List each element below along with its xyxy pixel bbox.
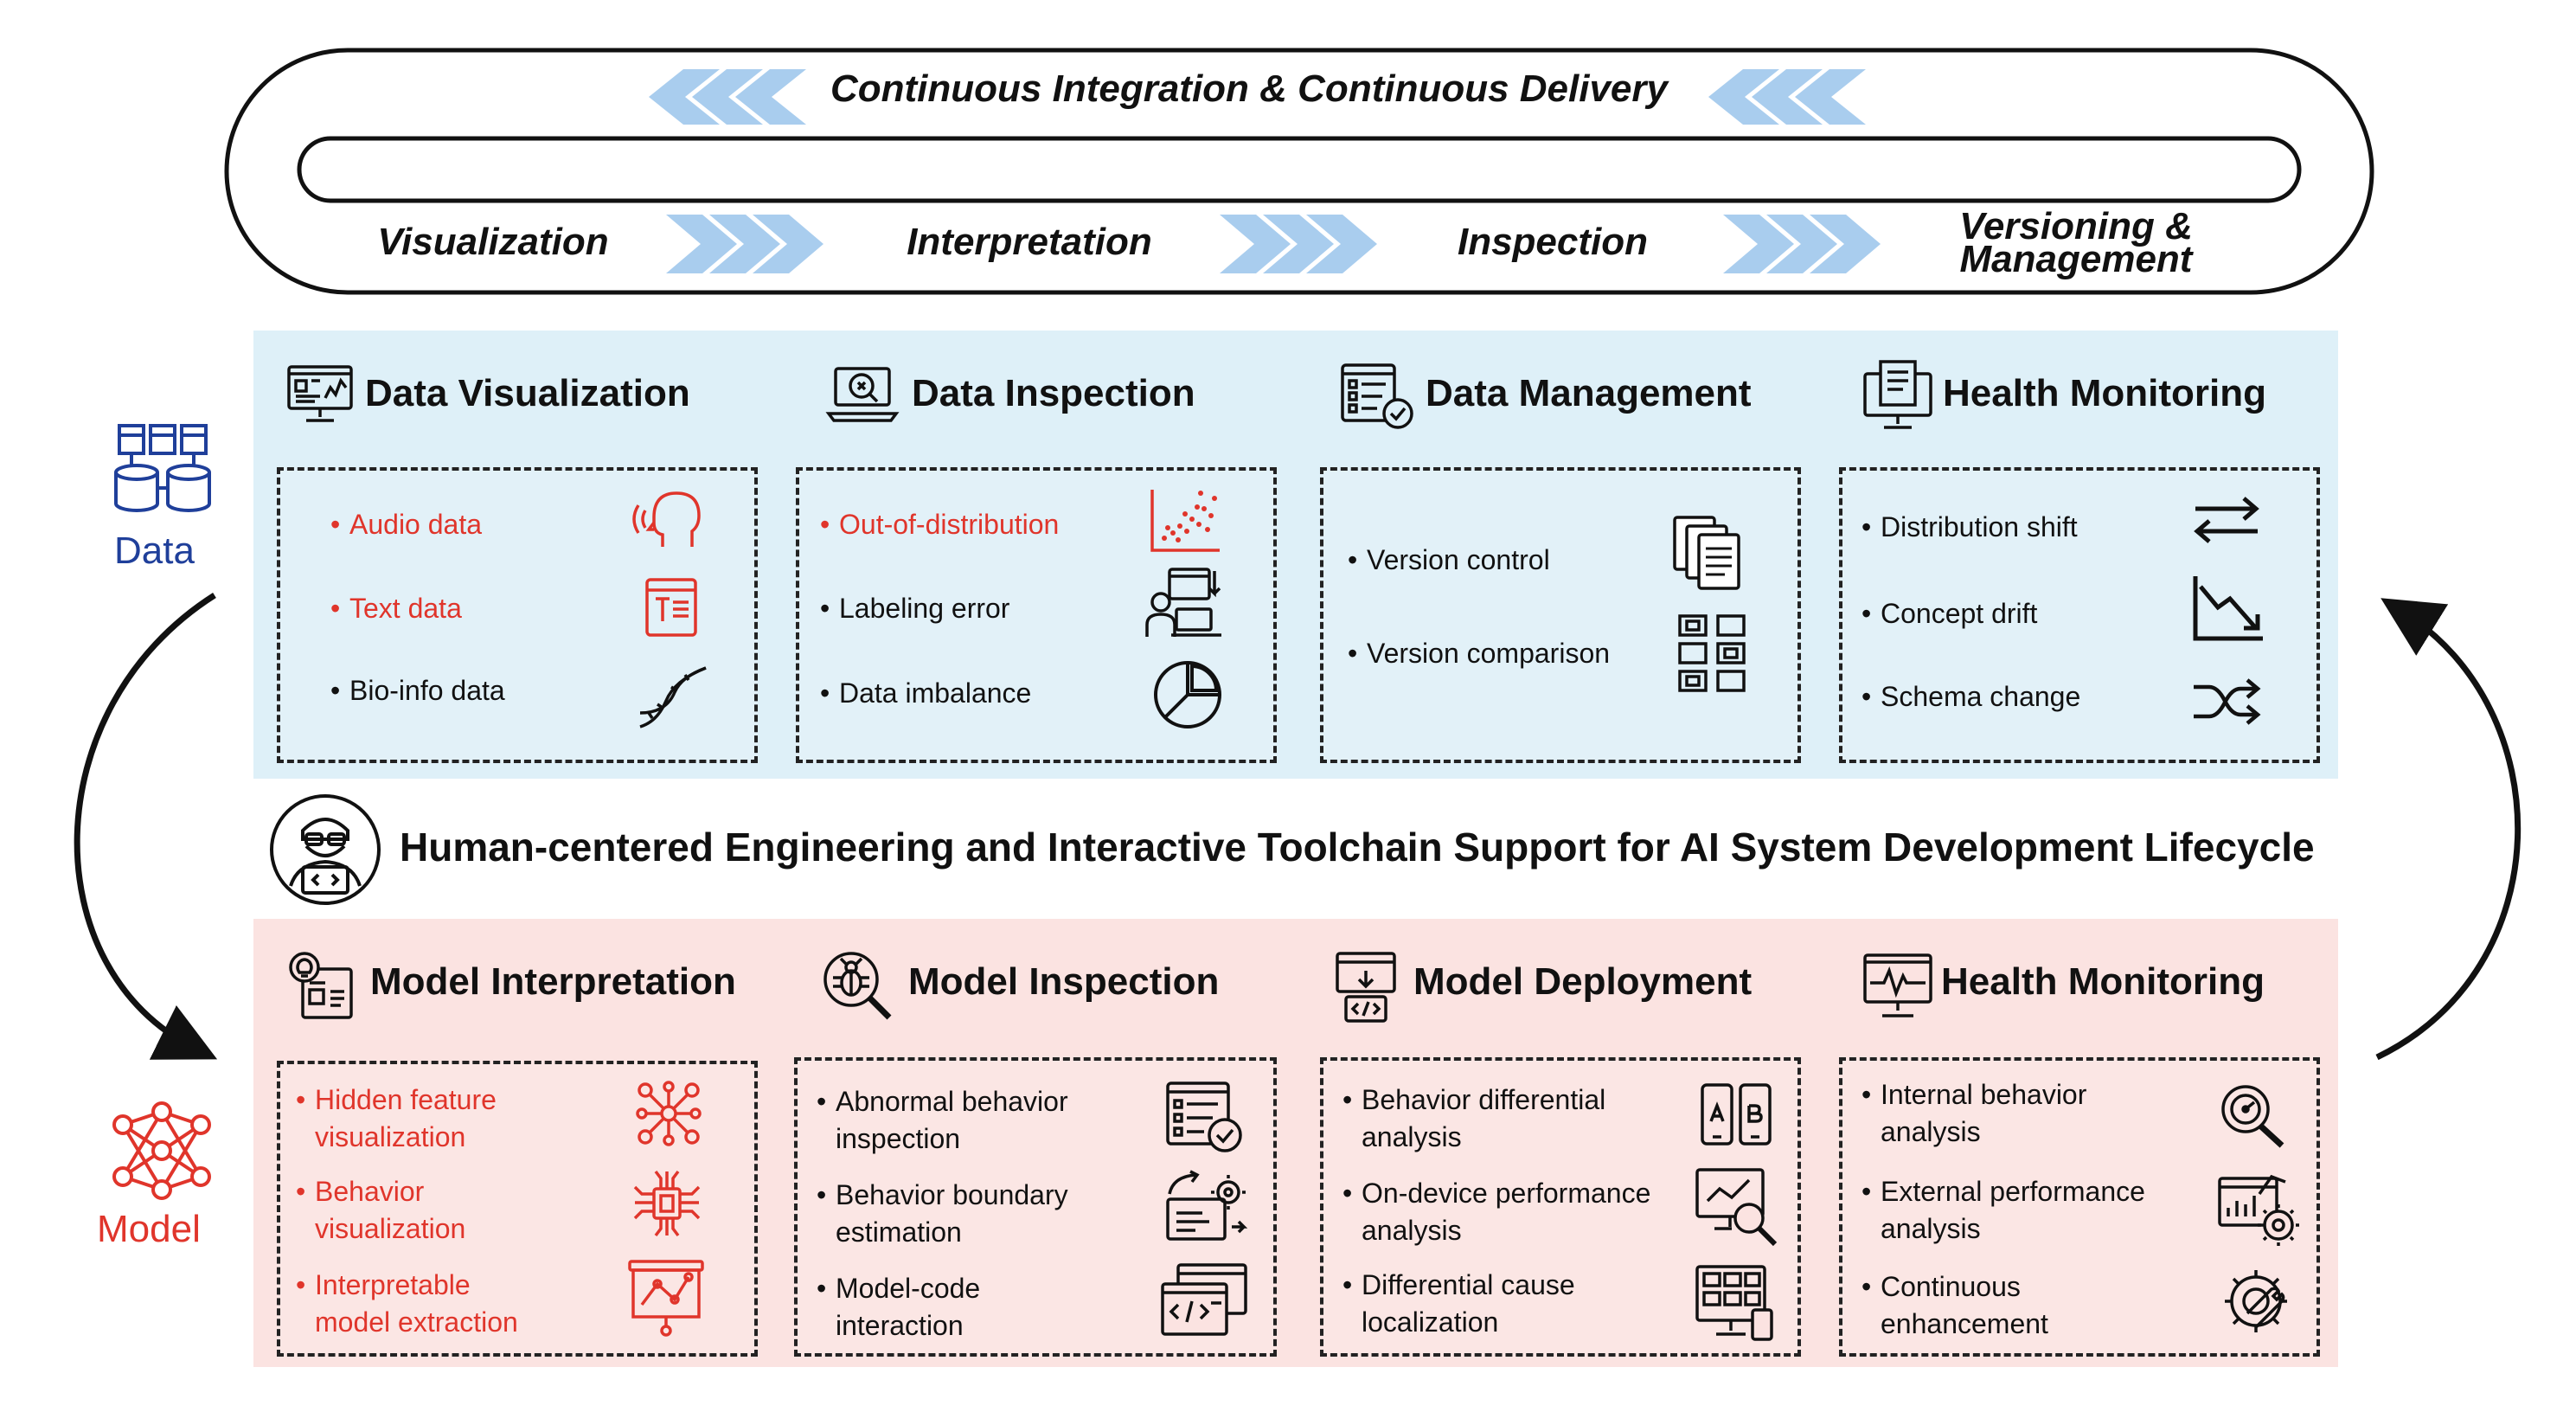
inner-track [297, 136, 2302, 203]
model-network-icon [112, 1101, 211, 1200]
laptop-magnifier-icon [825, 367, 900, 422]
swap-arrows-icon [2194, 497, 2259, 543]
version-control-item: •Version control [1348, 544, 1550, 575]
data-to-model-arrow [74, 593, 218, 1060]
data-database-icon [114, 424, 211, 512]
model-inspection-title: Model Inspection [908, 960, 1220, 1003]
scatter-plot-icon [1150, 490, 1220, 552]
mobile-devices-icon [1701, 1083, 1772, 1146]
outer-loop [224, 48, 2374, 295]
schema-change-item: •Schema change [1862, 681, 2081, 712]
monitor-grid-icon [1695, 1265, 1773, 1341]
head-sound-icon [632, 491, 701, 547]
shuffle-icon [2194, 678, 2261, 725]
data-band [253, 331, 2338, 779]
bio-info-data-item: •Bio-info data [330, 675, 505, 706]
checklist-check-icon [1166, 1081, 1242, 1152]
data-label: Data [114, 530, 195, 572]
data-inspection-card [796, 467, 1277, 763]
stage-versioning-line2: Management [1959, 238, 2193, 280]
chip-network-icon [633, 1170, 701, 1237]
laptop-gear-icon [1166, 1170, 1247, 1241]
out-of-distribution-item: •Out-of-distribution [820, 509, 1060, 540]
labeling-error-item: •Labeling error [820, 593, 1010, 624]
bug-magnifier-icon [823, 952, 892, 1020]
monitor-document-icon [1863, 360, 1932, 429]
pie-chart-icon [1154, 661, 1221, 728]
model-label: Model [97, 1208, 201, 1250]
cicd-label: Continuous Integration & Continuous Deli… [830, 67, 1668, 110]
model-interpretation-card [277, 1061, 758, 1357]
left-chevrons-2 [1708, 69, 1866, 125]
audio-data-item: •Audio data [330, 509, 483, 540]
right-chevrons-3 [1723, 215, 1881, 273]
neural-network-icon [636, 1081, 702, 1146]
model-to-data-arrow [2375, 598, 2521, 1061]
engineer-avatar-icon [270, 794, 381, 905]
code-window-icon [1161, 1263, 1247, 1336]
person-computer-icon [1145, 568, 1221, 637]
text-document-icon [645, 578, 697, 637]
presentation-board-icon [628, 1260, 704, 1337]
model-deployment-title: Model Deployment [1413, 960, 1753, 1003]
center-title: Human-centered Engineering and Interacti… [400, 825, 2315, 870]
concept-drift-item: •Concept drift [1862, 598, 2038, 629]
model-health-monitoring-title: Health Monitoring [1941, 960, 2265, 1003]
model-band [253, 919, 2338, 1367]
dna-icon [639, 666, 707, 728]
monitor-pulse-icon [1863, 953, 1932, 1017]
model-health-monitoring-card [1839, 1057, 2320, 1357]
text-data-item: •Text data [330, 593, 462, 624]
stage-interpretation: Interpretation [907, 221, 1152, 263]
model-interpretation-title: Model Interpretation [370, 960, 736, 1003]
document-bulb-icon [289, 952, 353, 1019]
version-comparison-item: •Version comparison [1348, 638, 1611, 669]
stage-visualization: Visualization [377, 221, 609, 263]
checklist-icon [1341, 363, 1413, 429]
data-management-title: Data Management [1426, 372, 1752, 414]
right-chevrons-1 [666, 215, 823, 273]
distribution-shift-item: •Distribution shift [1862, 511, 2078, 542]
left-chevrons-1 [649, 69, 806, 125]
decline-chart-icon [2193, 576, 2263, 641]
chart-gear-icon [2218, 1174, 2299, 1246]
stage-versioning-line1: Versioning & [1959, 205, 2193, 247]
data-inspection-title: Data Inspection [912, 372, 1195, 414]
screen-magnifier-icon [1695, 1168, 1778, 1247]
data-health-monitoring-title: Health Monitoring [1943, 372, 2266, 414]
data-imbalance-item: •Data imbalance [820, 677, 1032, 709]
cicd-loop [224, 48, 2374, 295]
stage-inspection: Inspection [1457, 221, 1649, 263]
grid-compare-icon [1678, 614, 1746, 692]
model-deployment-card [1320, 1057, 1801, 1357]
stacked-documents-icon [1673, 516, 1740, 590]
monitor-chart-icon [287, 365, 353, 422]
gear-wrench-icon [2225, 1270, 2287, 1332]
right-chevrons-2 [1220, 215, 1377, 273]
data-visualization-title: Data Visualization [365, 372, 690, 414]
magnifier-gauge-icon [2221, 1085, 2284, 1148]
data-visualization-card [277, 467, 758, 763]
screen-code-icon [1336, 952, 1396, 1023]
